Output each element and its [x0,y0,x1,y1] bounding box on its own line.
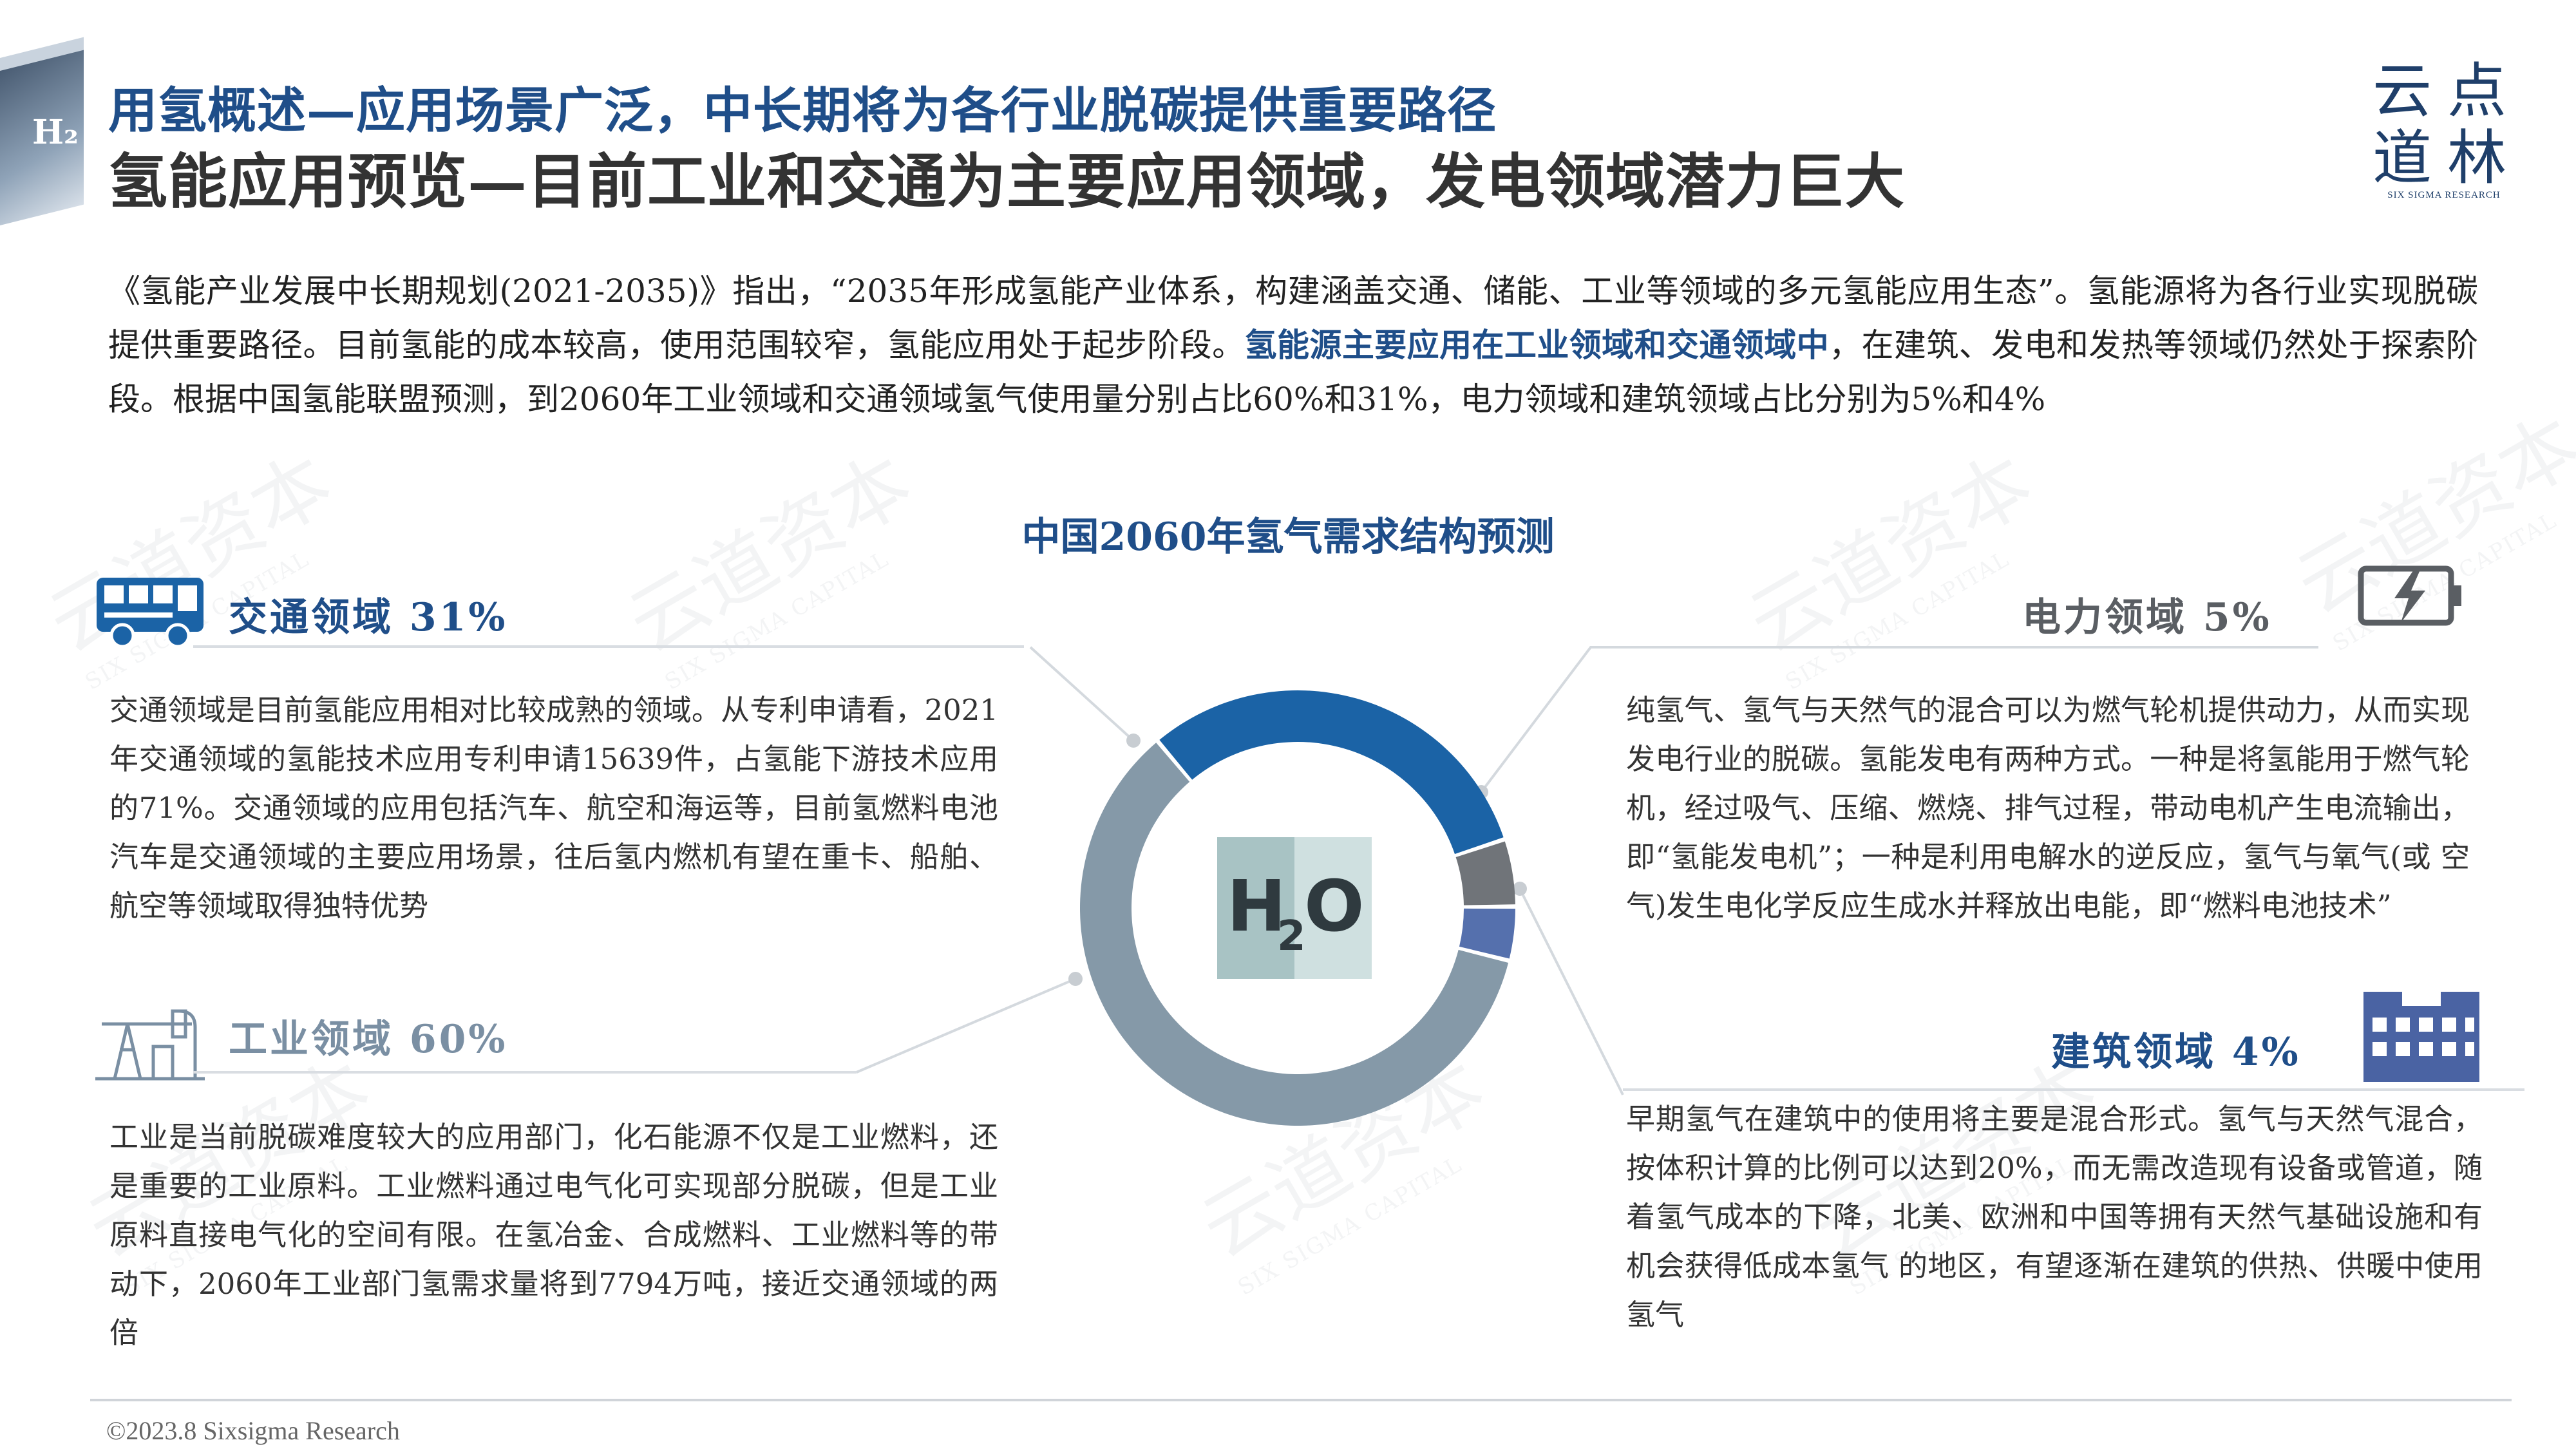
building-icon [2363,992,2479,1082]
intro-highlight: 氢能源主要应用在工业领域和交通领域中 [1244,326,1830,364]
building-text: 早期氢气在建筑中的使用将主要是混合形式。氢气与天然气混合，按体积计算的比例可以达… [1626,1102,2483,1332]
donut-chart: H 2 O [1080,690,1515,1126]
divider [193,645,1024,648]
h2o-o: O [1304,865,1365,947]
h2o-panel-left [1217,837,1294,979]
industry-text: 工业是当前脱碳难度较大的应用部门，化石能源不仅是工业燃料，还是重要的工业原料。工… [109,1120,998,1350]
donut-slice-2 [1459,908,1515,959]
industry-title: 工业领域 60% [229,1017,508,1062]
page-subtitle: 用氢概述—应用场景广泛，中长期将为各行业脱碳提供重要路径 [108,82,1497,139]
page-title: 氢能应用预览—目前工业和交通为主要应用领域，发电领域潜力巨大 [108,147,1906,216]
power-title: 电力领域 5% [2022,595,2272,640]
h2o-sub: 2 [1277,913,1306,960]
battery-charging-icon [2358,565,2461,626]
intro-paragraph: 《氢能产业发展中长期规划(2021-2035)》指出，“2035年形成氢能产业体… [108,272,2479,418]
brand-logo-en: SIX SIGMA RESEARCH [2387,190,2501,200]
transport-title: 交通领域 31% [229,595,508,640]
oil-pump-icon [95,1009,205,1081]
donut-slice-0 [1159,690,1504,855]
donut-slice-3 [1080,743,1509,1126]
logo-text: H₂ [32,113,79,152]
bus-icon [97,578,204,649]
h2o-panel-right [1294,837,1372,979]
transport-text: 交通领域是目前氢能应用相对比较成熟的领域。从专利申请看，2021年交通领域的氢能… [109,693,998,923]
footer-copyright: ©2023.8 Sixsigma Research [106,1416,400,1445]
power-text: 纯氢气、氢气与天然气的混合可以为燃气轮机提供动力，从而实现发电行业的脱碳。氢能发… [1626,693,2470,923]
divider [1623,1088,2524,1091]
chart-title: 中国2060年氢气需求结构预测 [1021,515,1555,560]
footer-divider [90,1399,2512,1401]
h2o-h: H [1227,865,1286,947]
building-title: 建筑领域 4% [2051,1030,2301,1075]
donut-slice-1 [1455,841,1515,905]
divider [193,1071,857,1074]
brand-logo: 云点 道林 [2372,57,2522,193]
